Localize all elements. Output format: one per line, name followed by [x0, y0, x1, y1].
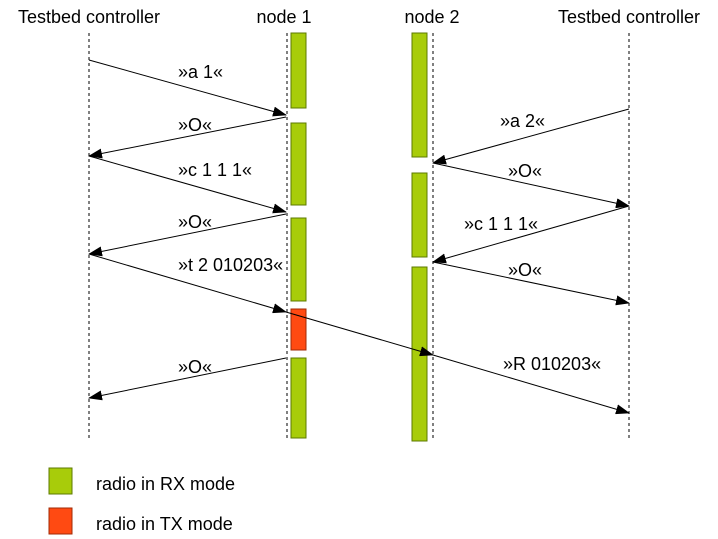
- message-label-c111-right: »c 1 1 1«: [464, 214, 538, 234]
- activation-node1-tx: [290, 308, 307, 351]
- message-arrow-c111-left: [88, 155, 287, 214]
- message-arrow-ok-r2: [432, 261, 630, 306]
- activation-node2-rx-1: [411, 32, 428, 158]
- messages-right: »a 2« »O« »c 1 1 1« »O« »R 010203«: [432, 108, 630, 415]
- message-label-a1: »a 1«: [178, 62, 223, 82]
- message-arrow-ok-1: [88, 116, 287, 159]
- message-label-a2: »a 2«: [500, 111, 545, 131]
- message-arrow-ok-2: [88, 213, 287, 257]
- message-label-ok-r1: »O«: [508, 161, 542, 181]
- message-arrow-ok-3: [88, 357, 287, 401]
- lifeline-label-tc-right: Testbed controller: [558, 7, 700, 27]
- activation-node1-rx-1: [290, 32, 307, 109]
- message-label-ok-r2: »O«: [508, 260, 542, 280]
- activation-node1-rx-2: [290, 122, 307, 206]
- activation-bars: [290, 32, 428, 442]
- activation-node2-rx-3: [411, 266, 428, 442]
- message-arrow-ok-r1: [432, 162, 630, 209]
- legend-swatch-rx: [48, 467, 73, 495]
- message-label-r010203: »R 010203«: [503, 354, 601, 374]
- legend-label-tx: radio in TX mode: [96, 514, 233, 534]
- legend: radio in RX mode radio in TX mode: [48, 467, 235, 535]
- activation-node1-rx-4: [290, 357, 307, 439]
- message-label-c111-left: »c 1 1 1«: [178, 160, 252, 180]
- message-label-ok-2: »O«: [178, 212, 212, 232]
- activation-node1-rx-3: [290, 217, 307, 302]
- message-arrow-a1: [88, 59, 287, 117]
- message-label-ok-1: »O«: [178, 115, 212, 135]
- message-arrow-t2: [88, 253, 287, 314]
- activation-node2-rx-2: [411, 172, 428, 258]
- legend-swatch-tx: [48, 507, 73, 535]
- messages-left: »a 1« »O« »c 1 1 1« »O« »t 2 010203« »O«: [88, 59, 434, 401]
- message-arrow-node1-node2: [285, 311, 434, 357]
- message-arrow-a2: [432, 108, 630, 165]
- lifeline-label-tc-left: Testbed controller: [18, 7, 160, 27]
- lifeline-label-node1: node 1: [256, 7, 311, 27]
- lifeline-label-node2: node 2: [404, 7, 459, 27]
- legend-label-rx: radio in RX mode: [96, 474, 235, 494]
- message-label-ok-3: »O«: [178, 357, 212, 377]
- message-arrow-r010203: [432, 354, 630, 415]
- message-label-t2: »t 2 010203«: [178, 255, 283, 275]
- message-arrow-c111-right: [432, 205, 630, 264]
